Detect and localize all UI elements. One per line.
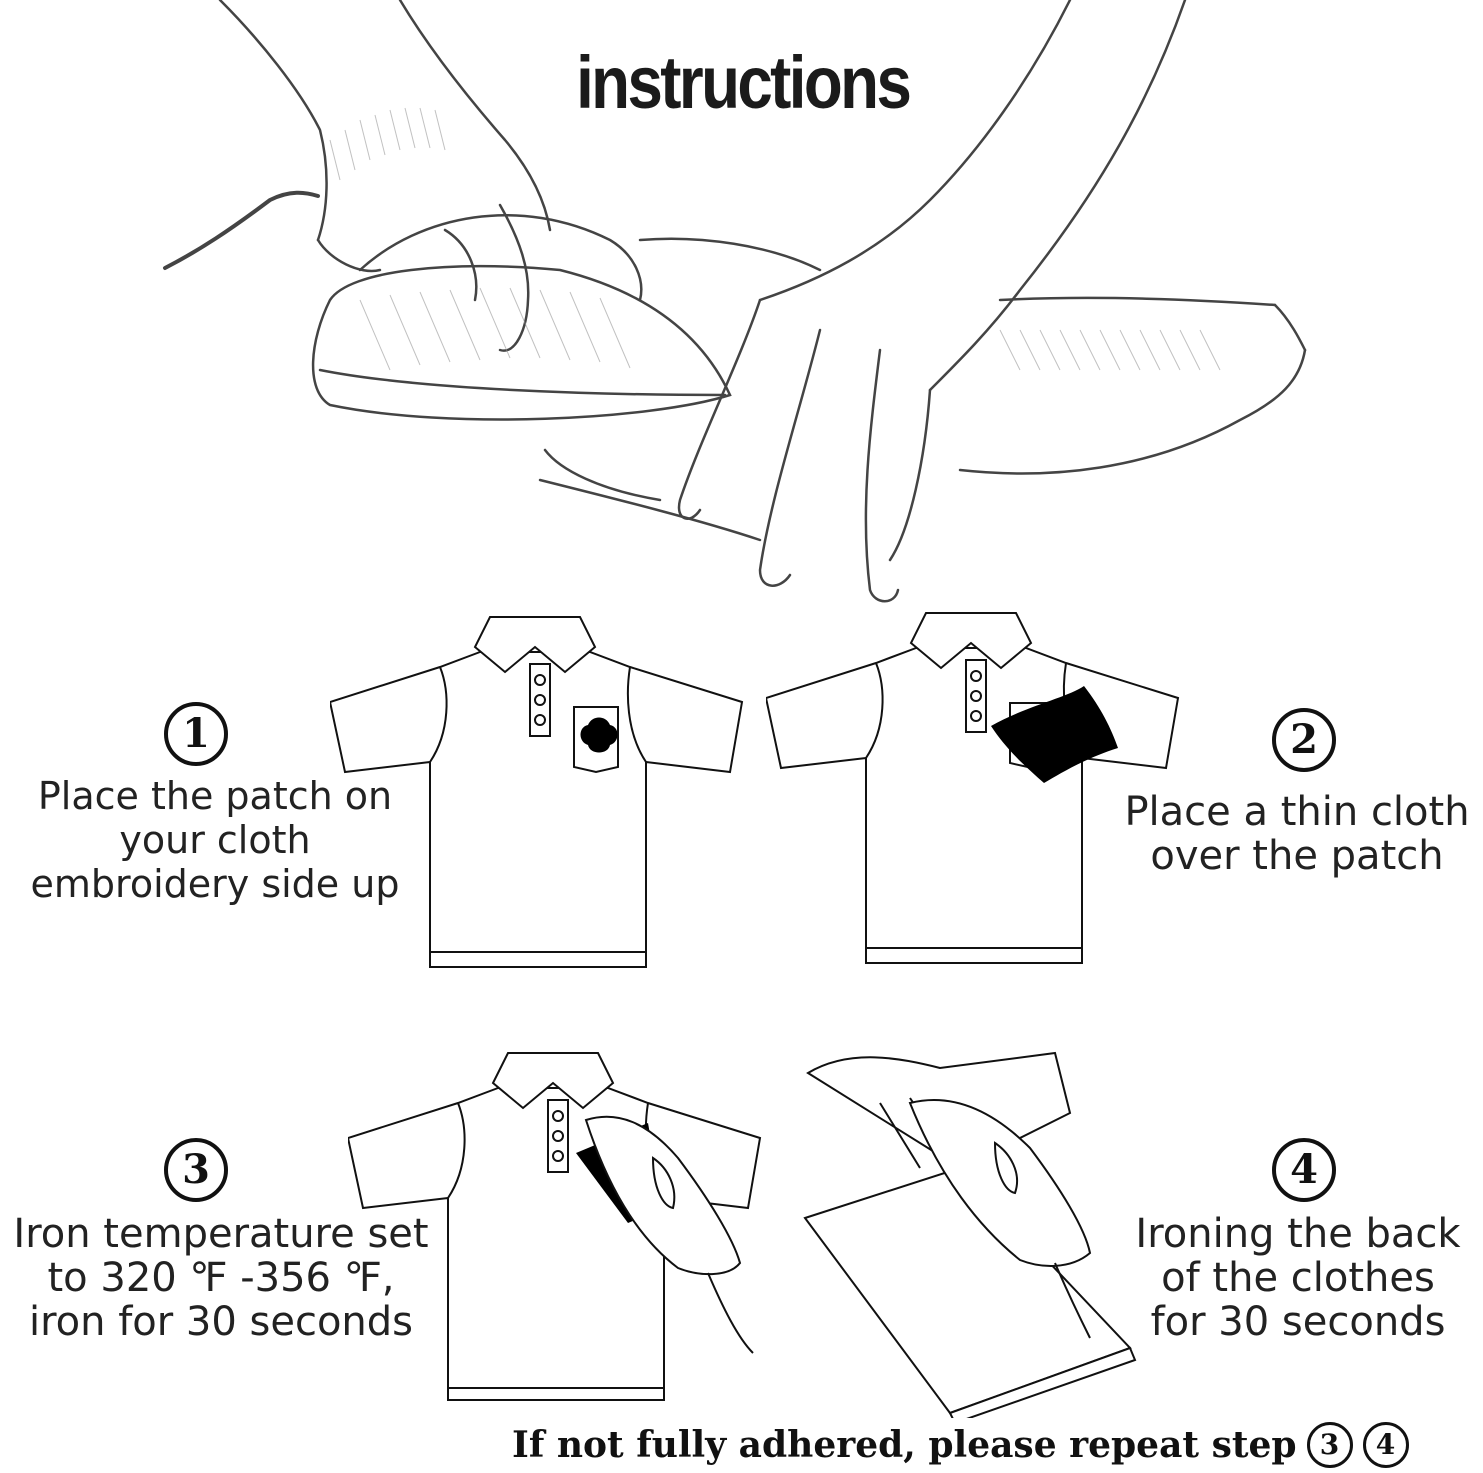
repeat-note: If not fully adhered, please repeat step… [512,1422,1409,1468]
step-2-text: Place a thin cloth over the patch [1124,789,1470,879]
step-ref-4: 4 [1362,1422,1409,1468]
repeat-note-text: If not fully adhered, please repeat step [512,1424,1297,1466]
step-2-number: 2 [1272,708,1336,772]
step-4-number: 4 [1272,1138,1336,1202]
cloth-icon [803,1051,1137,1418]
polo-shirt-icon [348,1052,762,1401]
step-3-text: Iron temperature set to 320 ℉ -356 ℉, ir… [13,1211,429,1345]
polo-shirt-icon [330,616,744,968]
step-4-text: Ironing the back of the clothes for 30 s… [1135,1211,1461,1345]
step-1-number: 1 [164,702,228,766]
step-ref-3: 3 [1306,1422,1353,1468]
step-1-text: Place the patch on your cloth embroidery… [30,774,400,906]
step-3-number: 3 [164,1138,228,1202]
cloth-icon [991,686,1118,783]
iron-icon [908,1099,1092,1339]
hand-holding-iron-illustration [163,0,1307,603]
polo-shirt-icon [766,612,1180,964]
page-title: instructions [576,41,912,124]
iron-icon [584,1115,754,1354]
patch-icon [580,717,618,753]
